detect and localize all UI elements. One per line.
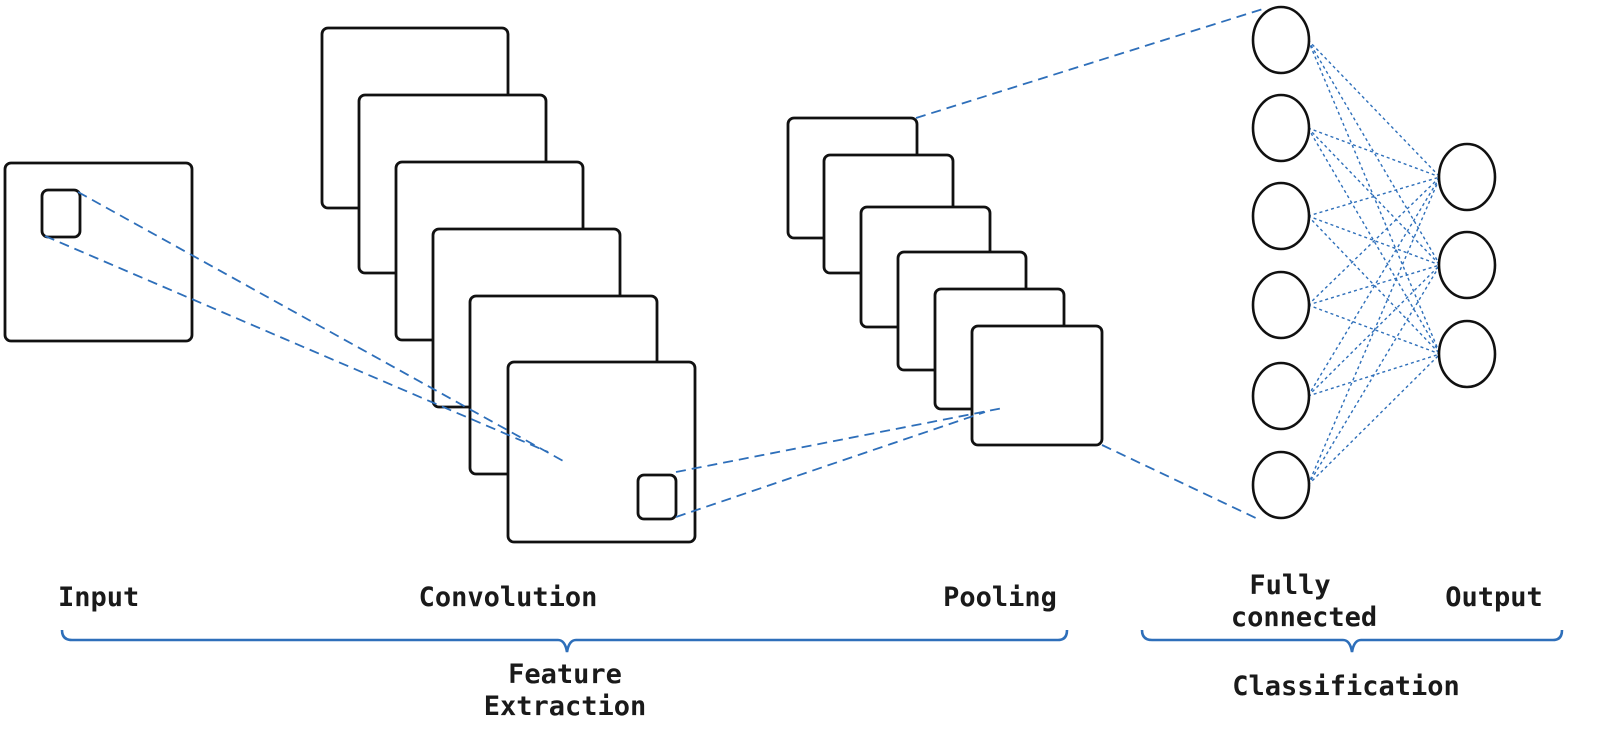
- fc-2-to-output-2-line: [1307, 127, 1441, 266]
- conv-to-pool-line-top: [675, 407, 1004, 473]
- fc-1-to-output-2-line: [1307, 39, 1441, 266]
- classification-label: Classification: [1232, 671, 1460, 702]
- input-to-conv-line-bottom: [44, 235, 549, 453]
- output-layer: [1437, 142, 1497, 389]
- input-receptive-field: [40, 188, 82, 239]
- fc-1-to-output-1-line: [1307, 39, 1441, 178]
- fc-node-4: [1251, 270, 1311, 340]
- fc-2-to-output-3-line: [1307, 127, 1441, 355]
- pool-feature-map-6: [970, 324, 1104, 447]
- feature-extraction-brace: [60, 629, 1069, 653]
- fc-4-to-output-1-line: [1307, 176, 1441, 306]
- fc-6-to-output-1-line: [1307, 176, 1441, 486]
- pool-to-fc-line-bottom: [1101, 444, 1261, 521]
- fully-connected-label-line1: Fully: [1249, 570, 1330, 601]
- classification-brace: [1140, 629, 1564, 653]
- input-label: Input: [58, 582, 139, 613]
- pooling-layer: [786, 116, 1104, 447]
- fc-2-to-output-1-line: [1307, 127, 1441, 178]
- input-image: [3, 161, 194, 343]
- dense-connections: [1307, 39, 1441, 486]
- output-node-1: [1437, 142, 1497, 212]
- fully-connected-layer: [1251, 5, 1311, 520]
- conv-to-pool-line-bottom: [675, 411, 986, 518]
- fc-node-1: [1251, 5, 1311, 75]
- fc-5-to-output-3-line: [1307, 353, 1441, 397]
- feature-extraction-label-line2: Extraction: [484, 691, 647, 722]
- fc-node-3: [1251, 181, 1311, 251]
- fc-5-to-output-1-line: [1307, 176, 1441, 397]
- fc-node-6: [1251, 450, 1311, 520]
- fully-connected-label-line2: connected: [1231, 602, 1377, 633]
- section-braces: [60, 629, 1564, 653]
- fc-3-to-output-3-line: [1307, 215, 1441, 355]
- fc-node-5: [1251, 361, 1311, 431]
- conv-pooling-window: [636, 473, 678, 521]
- pooling-label: Pooling: [943, 582, 1057, 613]
- feature-extraction-label-line1: Feature: [508, 659, 622, 690]
- fc-6-to-output-2-line: [1307, 264, 1441, 486]
- output-node-2: [1437, 230, 1497, 300]
- fc-3-to-output-1-line: [1307, 176, 1441, 217]
- fc-4-to-output-2-line: [1307, 264, 1441, 306]
- input-layer: [3, 161, 194, 343]
- output-label: Output: [1445, 582, 1543, 613]
- fc-6-to-output-3-line: [1307, 353, 1441, 486]
- pool-to-fc-line-top: [915, 7, 1267, 119]
- convolution-label: Convolution: [419, 582, 598, 613]
- input-to-conv-line-top: [77, 191, 566, 463]
- convolution-layer: [320, 26, 697, 544]
- connection-lines: [44, 7, 1267, 521]
- fc-node-2: [1251, 93, 1311, 163]
- output-node-3: [1437, 319, 1497, 389]
